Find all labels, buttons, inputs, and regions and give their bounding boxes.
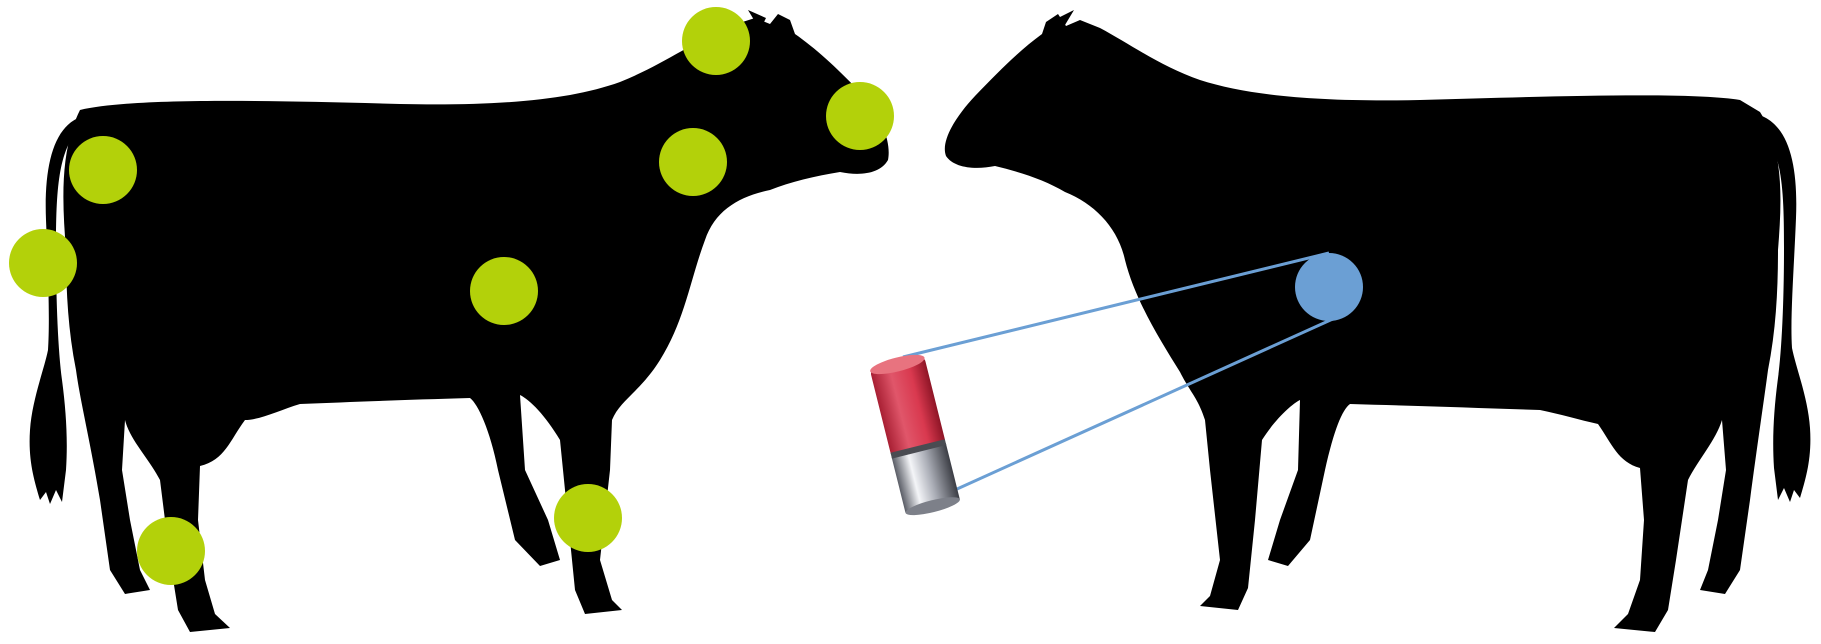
callout-line-top	[902, 251, 1330, 359]
sensor-marker-muzzle	[826, 82, 894, 150]
sensor-marker-neck	[659, 128, 727, 196]
bolus-location-marker	[1295, 253, 1363, 321]
right-cow	[944, 10, 1811, 632]
callout-line-bottom	[945, 316, 1336, 496]
sensor-marker-front-leg	[554, 484, 622, 552]
bolus-callout	[870, 251, 1336, 516]
sensor-marker-tail	[9, 229, 77, 297]
sensor-marker-rear-leg	[137, 517, 205, 585]
bolus-capsule-icon	[870, 354, 960, 516]
right-cow-silhouette-icon	[944, 10, 1811, 632]
sensor-marker-tailhead	[69, 136, 137, 204]
sensor-marker-poll	[682, 7, 750, 75]
left-cow	[9, 7, 894, 632]
sensor-marker-flank	[470, 257, 538, 325]
